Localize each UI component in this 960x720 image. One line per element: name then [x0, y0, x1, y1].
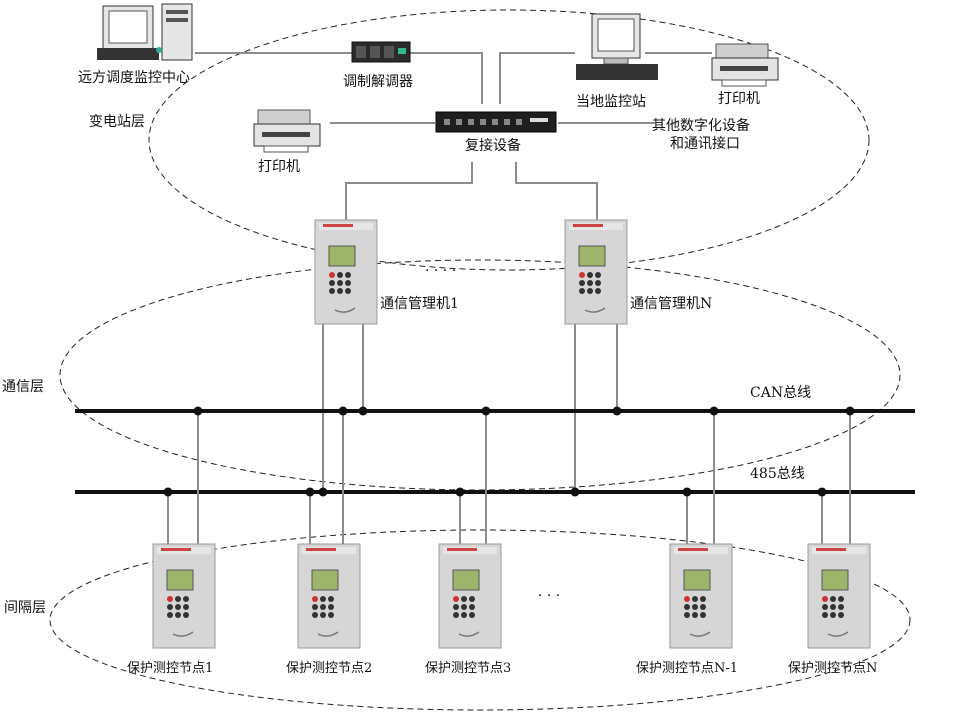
bay-wiring	[167, 411, 851, 544]
printer-left-label: 打印机	[258, 158, 300, 175]
bus-junctions	[163, 406, 855, 497]
modem-label: 调制解调器	[343, 74, 413, 90]
comm-layer-ellipse	[59, 259, 901, 491]
other-devices-label-line2: 和通讯接口	[670, 135, 740, 152]
can-bus-label: CAN总线	[750, 385, 811, 401]
comm-manager-1-icon	[314, 219, 378, 325]
comm-manager-n-icon	[564, 219, 628, 325]
station-layer-label: 变电站层	[89, 114, 145, 130]
bay-node-1-icon	[152, 543, 216, 649]
bay-node-2-icon	[297, 543, 361, 649]
switch-label: 复接设备	[465, 137, 521, 154]
bay-node-n-icon	[807, 543, 871, 649]
bay-node-n-1-icon	[669, 543, 733, 649]
comm-manager-ellipsis: · · · ·	[425, 263, 456, 279]
bay-ellipsis: · · ·	[538, 588, 560, 604]
modem-icon	[351, 41, 411, 63]
station-layer-ellipse	[148, 9, 870, 271]
other-devices-label-line1: 其他数字化设备	[652, 117, 750, 134]
comm-manager-1-label: 通信管理机1	[380, 296, 459, 312]
station-wiring	[195, 52, 712, 220]
switch-icon	[435, 111, 557, 133]
comm-manager-n-label: 通信管理机N	[630, 296, 712, 312]
comm-layer-label: 通信层	[2, 379, 44, 395]
bay-layer-ellipse	[49, 529, 911, 711]
bay-node-label: 保护测控节点3	[425, 661, 511, 676]
remote-center-label: 远方调度监控中心	[78, 70, 190, 86]
local-station-label: 当地监控站	[576, 94, 646, 110]
bay-layer-label: 间隔层	[4, 600, 46, 616]
bay-node-label: 保护测控节点N-1	[636, 661, 738, 676]
bay-node-3-icon	[438, 543, 502, 649]
printer-left-icon	[253, 109, 321, 153]
bay-node-label: 保护测控节点1	[127, 661, 213, 676]
bay-node-label: 保护测控节点2	[286, 661, 372, 676]
printer-right-label: 打印机	[718, 90, 760, 107]
manager-wiring	[322, 324, 618, 492]
bay-node-label: 保护测控节点N	[788, 661, 877, 676]
rs485-bus-label: 485总线	[750, 466, 805, 482]
printer-right-icon	[711, 43, 779, 87]
local-station-computer-icon	[576, 13, 658, 80]
remote-center-computer-icon	[97, 3, 193, 61]
